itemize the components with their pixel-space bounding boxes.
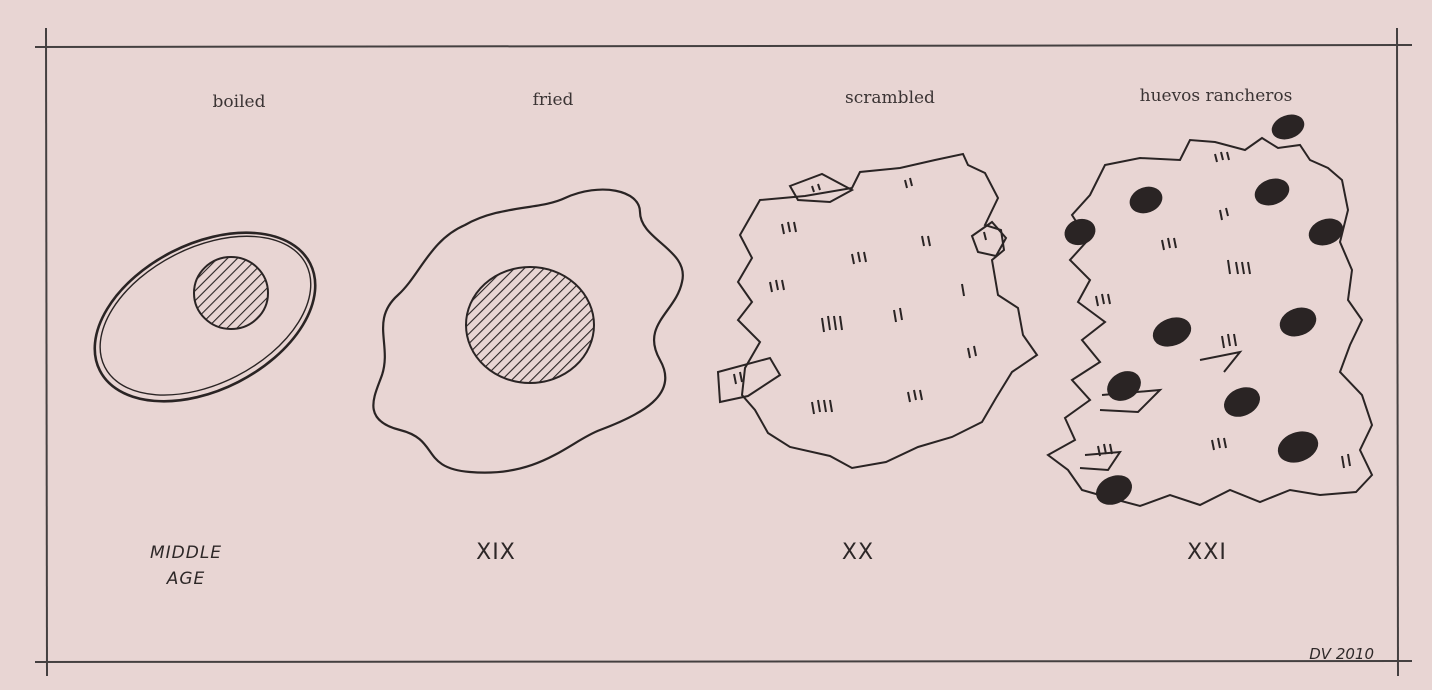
era-label-middle-age: MIDDLE AGE [150,540,222,592]
scrambled-texture [734,178,986,414]
era-label-xx: XX [842,540,874,565]
era-line-2: AGE [150,566,222,592]
era-label-xix: XIX [476,540,516,565]
scrambled-piece [790,174,852,202]
artist-signature: DV 2010 [1309,645,1374,663]
era-label-xxi: XXI [1187,540,1227,565]
fried-yolk [466,267,594,383]
boiled-egg [67,198,344,435]
huevos-outline [1048,138,1372,506]
scrambled-egg [718,154,1037,468]
huevos-rancheros [1048,111,1372,509]
stage-label-boiled: boiled [213,92,266,112]
era-line-1: MIDDLE [150,540,222,566]
scrambled-outline [738,154,1037,468]
scrambled-piece [718,358,780,402]
fried-egg [373,190,683,473]
boiled-yolk [194,257,268,329]
huevos-cut [1200,352,1240,372]
frame [35,28,1412,676]
stage-label-huevos-rancheros: huevos rancheros [1140,86,1293,106]
stage-label-fried: fried [533,90,574,110]
stage-label-scrambled: scrambled [845,88,935,108]
